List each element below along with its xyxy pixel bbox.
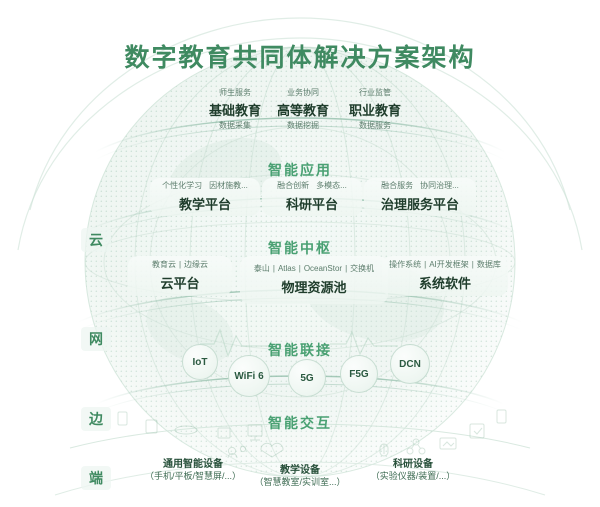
- hub-tag: 交换机: [350, 264, 375, 274]
- app-card-name: 科研平台: [285, 196, 338, 212]
- app-tag: 协同治理...: [420, 181, 459, 191]
- education-tag-top: 业务协同: [287, 88, 319, 97]
- app-tag: 多模态...: [316, 181, 347, 191]
- app-card-name: 教学平台: [178, 196, 231, 212]
- app-tag: 融合服务: [381, 181, 414, 191]
- device-group-detail: （手机/平板/智慧屏/...）: [144, 471, 241, 481]
- hub-tag: 数据库: [476, 260, 501, 270]
- app-card-tags: 融合创新 多模态...: [277, 181, 347, 191]
- app-tag: 融合创新: [277, 181, 310, 191]
- hub-tag: AI开发框架: [429, 260, 469, 270]
- device-group-detail: （实验仪器/装置/...）: [370, 471, 456, 481]
- band-label-intelligent-hub: 智能中枢: [268, 240, 332, 256]
- hub-tag: 边缘云: [184, 260, 209, 270]
- hub-card-name: 系统软件: [418, 275, 471, 291]
- band-divider-bottom: [54, 423, 546, 496]
- hub-card-name: 物理资源池: [281, 279, 347, 295]
- app-card-name: 治理服务平台: [380, 196, 459, 212]
- hub-card-tags: 泰山 | Atlas | OceanStor | 交换机: [254, 264, 374, 274]
- education-tag-bottom: 数据挖掘: [287, 121, 319, 131]
- education-block-vocational: 行业监管 职业教育 数据服务: [330, 88, 420, 132]
- education-tag-bottom: 数据服务: [359, 121, 391, 131]
- connectivity-bubble-dcn[interactable]: DCN: [390, 344, 430, 384]
- education-name: 高等教育: [276, 103, 329, 119]
- app-card-governance-platform[interactable]: 融合服务 协同治理... 治理服务平台: [364, 178, 476, 216]
- hub-tag-separator: |: [424, 260, 427, 270]
- hub-card-tags: 操作系统 | AI开发框架 | 数据库: [389, 260, 501, 270]
- hub-tag-separator: |: [471, 260, 474, 270]
- education-name: 基础教育: [208, 103, 261, 119]
- hub-tag: 教育云: [151, 260, 176, 270]
- hub-tag-separator: |: [178, 260, 182, 270]
- app-tag: 因材施教...: [209, 181, 248, 191]
- device-glyphs: [117, 409, 507, 459]
- education-block-basic: 师生服务 基础教育 数据采集: [190, 88, 280, 132]
- hub-tag-separator: |: [345, 264, 348, 274]
- band-label-intelligent-interaction: 智能交互: [268, 415, 332, 431]
- hub-card-system-software[interactable]: 操作系统 | AI开发框架 | 数据库 系统软件: [382, 256, 508, 296]
- connectivity-bubble-5g[interactable]: 5G: [288, 359, 326, 397]
- education-tag-top: 师生服务: [219, 88, 251, 97]
- axis-label-network: 网: [81, 327, 111, 351]
- device-group-teaching: 教学设备 （智慧教室/实训室...）: [225, 464, 375, 489]
- hub-card-tags: 教育云 | 边缘云: [152, 260, 208, 270]
- connectivity-bubble-wifi6[interactable]: WiFi 6: [228, 355, 270, 397]
- app-tag: 个性化学习: [162, 181, 203, 191]
- axis-label-edge: 边: [81, 407, 111, 431]
- education-tag-bottom: 数据采集: [219, 121, 251, 131]
- device-group-detail: （智慧教室/实训室...）: [254, 477, 346, 487]
- band-divider-app: [94, 117, 506, 161]
- hub-card-physical-resource-pool[interactable]: 泰山 | Atlas | OceanStor | 交换机 物理资源池: [240, 256, 388, 304]
- education-block-higher: 业务协同 高等教育 数据挖掘: [258, 88, 348, 132]
- hub-tag-separator: |: [298, 264, 301, 274]
- signal-waveform-icon: [200, 328, 398, 358]
- app-card-tags: 个性化学习 因材施教...: [162, 181, 248, 191]
- hub-card-cloud-platform[interactable]: 教育云 | 边缘云 云平台: [128, 256, 232, 296]
- hub-tag: 操作系统: [389, 260, 422, 270]
- hub-tag: OceanStor: [303, 264, 343, 274]
- band-label-intelligent-application: 智能应用: [268, 162, 332, 178]
- hub-tag: 泰山: [253, 264, 270, 274]
- device-group-general: 通用智能设备 （手机/平板/智慧屏/...）: [118, 458, 268, 483]
- app-card-tags: 融合服务 协同治理...: [381, 181, 459, 191]
- device-group-name: 科研设备: [393, 459, 433, 470]
- page-title: 数字教育共同体解决方案架构: [124, 44, 476, 72]
- hub-tag: Atlas: [277, 264, 296, 274]
- device-group-name: 教学设备: [280, 465, 320, 476]
- device-group-research: 科研设备 （实验仪器/装置/...）: [338, 458, 488, 483]
- hub-tag-separator: |: [272, 264, 275, 274]
- device-group-name: 通用智能设备: [163, 459, 223, 470]
- app-card-teaching-platform[interactable]: 个性化学习 因材施教... 教学平台: [150, 178, 260, 216]
- connectivity-bubble-iot[interactable]: IoT: [182, 344, 218, 380]
- education-tag-top: 行业监管: [359, 88, 391, 97]
- band-label-intelligent-connection: 智能联接: [268, 342, 332, 358]
- axis-label-device: 端: [81, 466, 111, 490]
- hub-card-name: 云平台: [160, 275, 200, 291]
- axis-label-cloud: 云: [81, 228, 111, 252]
- connectivity-bubble-f5g[interactable]: F5G: [340, 355, 378, 393]
- education-name: 职业教育: [348, 103, 401, 119]
- app-card-research-platform[interactable]: 融合创新 多模态... 科研平台: [262, 178, 362, 216]
